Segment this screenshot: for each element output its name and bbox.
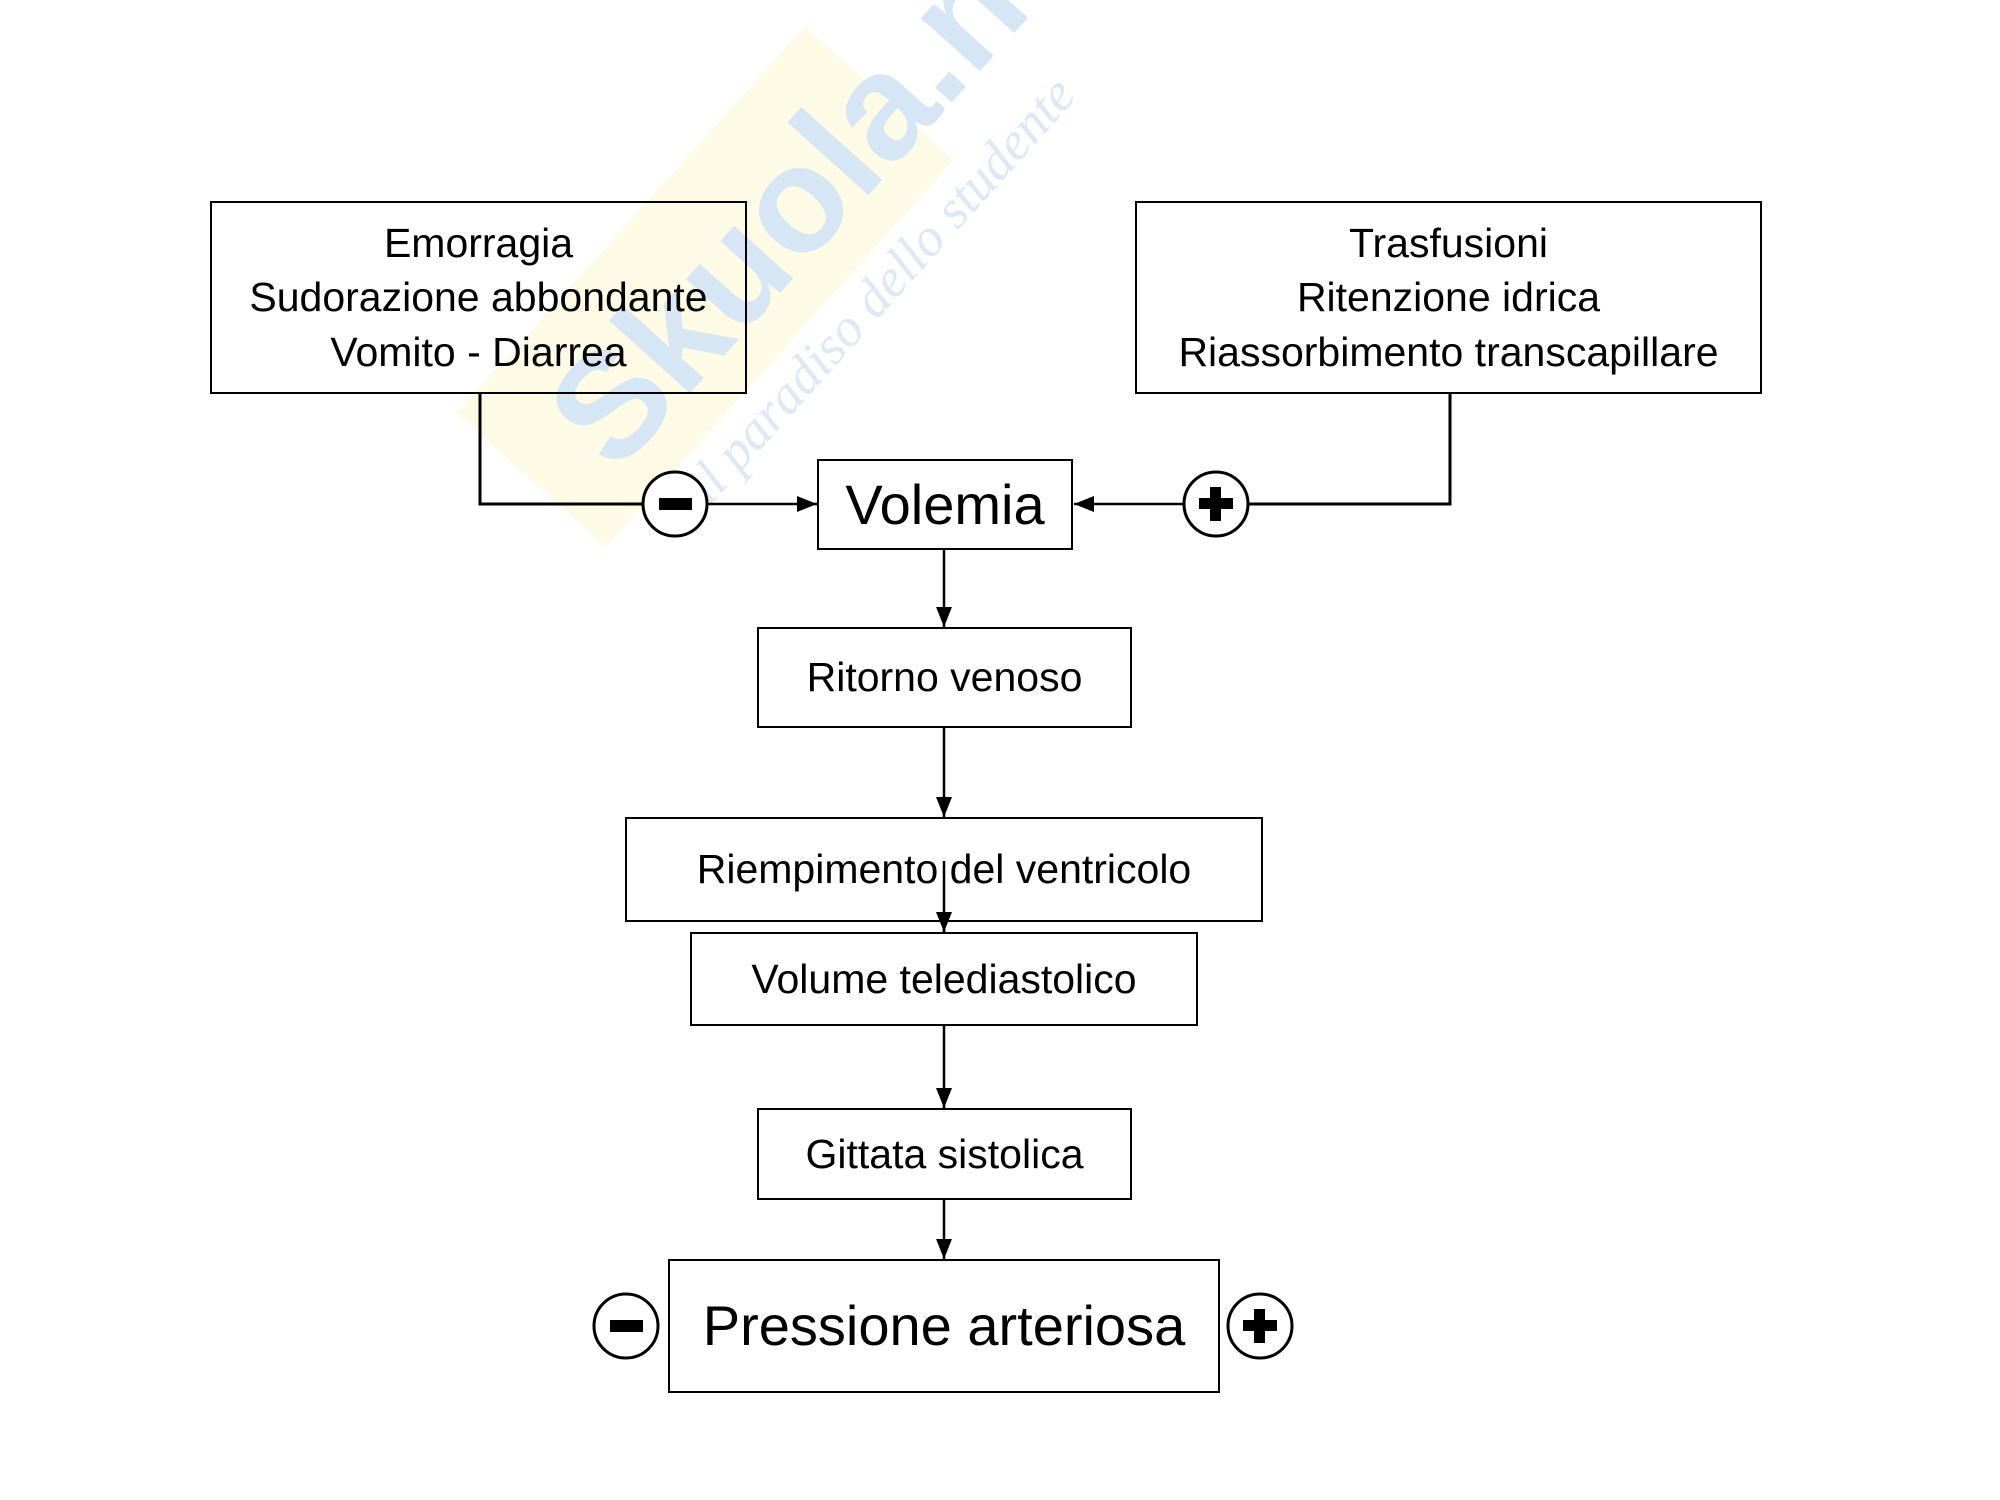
pressione-arteriosa-box: Pressione arteriosa [668,1259,1220,1393]
chain-step-label: Riempimento del ventricolo [696,846,1192,893]
increasing-factors-box: Trasfusioni Ritenzione idrica Riassorbim… [1135,201,1762,394]
connector-increasing-to-volemia [1249,394,1452,506]
chain-step-riempimento-ventricolo: Riempimento del ventricolo [625,817,1263,922]
minus-sign-icon [641,470,709,538]
decreasing-factor: Vomito - Diarrea [330,328,627,375]
outcome-minus-sign-icon [592,1292,660,1360]
plus-sign-icon [1182,470,1250,538]
decreasing-factor: Emorragia [383,220,574,267]
chain-step-ritorno-venoso: Ritorno venoso [757,627,1132,728]
connector-decreasing-to-volemia [478,394,642,506]
chain-step-label: Ritorno venoso [806,654,1083,701]
chain-step-volume-telediastolico: Volume telediastolico [690,932,1198,1026]
increasing-factor: Riassorbimento transcapillare [1178,328,1719,375]
volemia-box: Volemia [817,459,1073,550]
chain-step-label: Volume telediastolico [751,955,1137,1002]
increasing-factor: Ritenzione idrica [1296,274,1601,321]
decreasing-factor: Sudorazione abbondante [249,274,708,321]
chain-step-label: Gittata sistolica [805,1130,1084,1177]
chain-step-gittata-sistolica: Gittata sistolica [757,1108,1132,1200]
outcome-label: Pressione arteriosa [702,1294,1186,1358]
decreasing-factors-box: Emorragia Sudorazione abbondante Vomito … [210,201,747,394]
outcome-plus-sign-icon [1226,1292,1294,1360]
volemia-label: Volemia [845,472,1045,536]
increasing-factor: Trasfusioni [1349,220,1548,267]
